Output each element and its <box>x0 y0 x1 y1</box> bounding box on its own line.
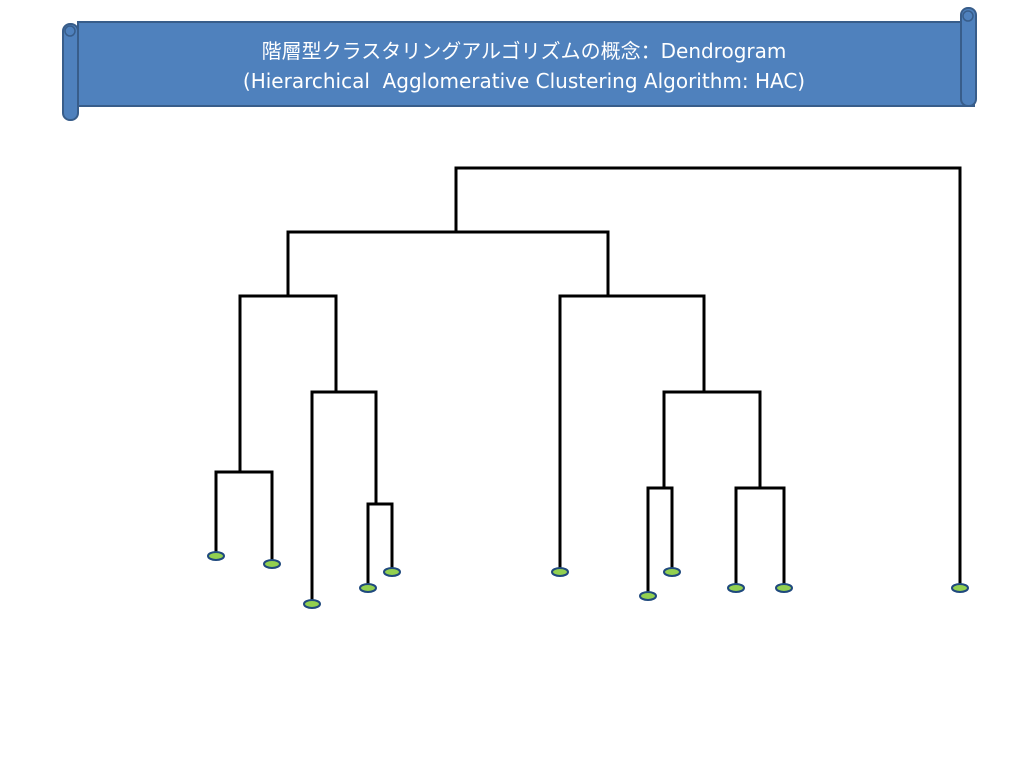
leaf-node <box>775 583 793 593</box>
merge-left-pair-a <box>214 470 274 566</box>
dendrogram-leaves <box>207 551 969 609</box>
banner-right-roll <box>960 7 977 107</box>
leaf-node <box>951 583 969 593</box>
dendrogram-branches <box>214 166 962 606</box>
merge-left-group <box>238 294 338 474</box>
banner-body <box>77 21 975 107</box>
leaf-node <box>383 567 401 577</box>
dendrogram <box>207 166 969 609</box>
title-banner-scroll <box>62 7 977 121</box>
merge-root <box>454 166 962 590</box>
leaf-node <box>663 567 681 577</box>
banner-right-curl <box>962 10 974 22</box>
banner-title-line-2: (Hierarchical Agglomerative Clustering A… <box>242 69 806 93</box>
leaf-node <box>727 583 745 593</box>
banner-title-line-1: 階層型クラスタリングアルゴリズムの概念：Dendrogram <box>261 39 787 63</box>
banner-title: 階層型クラスタリングアルゴリズムの概念：Dendrogram (Hierarch… <box>78 33 970 99</box>
leaf-node <box>359 583 377 593</box>
leaf-node <box>639 591 657 601</box>
leaf-node <box>263 559 281 569</box>
leaf-node <box>303 599 321 609</box>
leaf-node <box>551 567 569 577</box>
banner-left-curl <box>64 25 76 37</box>
banner-left-roll <box>62 23 79 121</box>
merge-right-pair-a <box>646 486 674 598</box>
merge-right-sub <box>662 390 762 490</box>
leaf-node <box>207 551 225 561</box>
merge-right-pair-b <box>734 486 786 590</box>
merge-right-group <box>558 294 706 574</box>
merge-left-pair-b <box>366 502 394 590</box>
merge-left-main <box>286 230 610 298</box>
merge-left-sub <box>310 390 378 606</box>
